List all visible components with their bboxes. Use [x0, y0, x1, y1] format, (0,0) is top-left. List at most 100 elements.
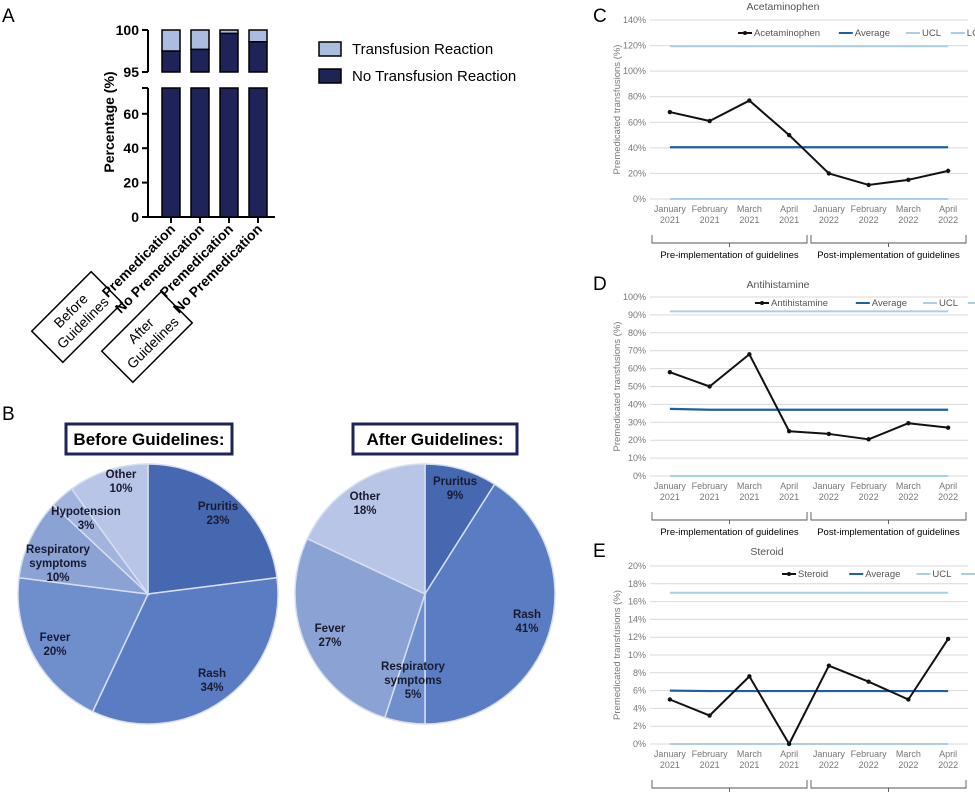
y-tick-label: 0% [633, 194, 646, 204]
group-box-frame [30, 270, 124, 364]
x-tick-label: 2022 [898, 215, 918, 225]
y-tick-label: 10% [628, 453, 646, 463]
pie-slice [18, 503, 151, 596]
pie-slice-label: 23% [206, 515, 229, 527]
bar-no-reaction-upper [248, 41, 268, 73]
data-point [826, 171, 832, 176]
data-point [747, 674, 752, 679]
data-point [707, 713, 712, 718]
panel-c-acetaminophen-line-chart: Acetaminophen0%20%40%60%80%100%120%140%P… [612, 1, 975, 261]
y-tick-label: 16% [628, 597, 646, 607]
y-tick-label: 14% [628, 614, 646, 624]
x-tick-label: 2021 [739, 492, 759, 502]
x-tick-label: February [851, 204, 888, 214]
y-tick-label: 60% [628, 117, 646, 127]
y-tick-label: 12% [628, 632, 646, 642]
legend-label: Transfusion Reaction [352, 41, 493, 58]
y-tick-label: 60% [628, 364, 646, 374]
y-tick-label: 4% [633, 703, 646, 713]
y-tick-label: 80% [628, 92, 646, 102]
x-tick-label: 2021 [779, 215, 799, 225]
data-point [906, 177, 911, 183]
pie-slice-label: 10% [46, 572, 69, 584]
panel-b-after-pie-chart: After Guidelines:Pruritus9%Rash41%Respir… [294, 422, 556, 725]
pie-slice-label: 18% [353, 505, 376, 517]
legend-label: Average [865, 569, 900, 580]
series-line-steroid [669, 638, 949, 745]
group-bracket [651, 512, 808, 524]
data-point [826, 431, 832, 437]
pie-slice [147, 463, 278, 595]
legend-label: LCL [967, 28, 975, 39]
series-line-acetaminophen [669, 99, 949, 186]
panel-e-steroid-line-chart: Steroid0%2%4%6%8%10%12%14%16%18%20%Preme… [612, 546, 975, 792]
group-bracket [810, 235, 967, 247]
data-point [945, 636, 951, 642]
x-tick-label: January [813, 749, 846, 759]
x-tick-label: March [737, 749, 762, 759]
y-tick-label: 40 [123, 140, 139, 156]
pie-slice-label: 10% [109, 483, 132, 495]
data-point [667, 109, 673, 115]
y-tick-label: 40% [628, 399, 646, 409]
group-bracket-label: Pre-implementation of guidelines [660, 527, 799, 538]
chart-title: Antihistamine [746, 279, 809, 291]
y-tick-label: 90% [628, 310, 646, 320]
x-tick-label: 2022 [859, 215, 879, 225]
x-tick-label: 2021 [660, 492, 680, 502]
bar-no-reaction-upper [219, 32, 239, 73]
pie-slice-label: Rash [198, 668, 226, 680]
data-point [945, 168, 951, 174]
panel-letter-a: A [2, 6, 15, 27]
data-point [945, 425, 951, 430]
pie-slice-label: Other [106, 469, 137, 481]
panel-letter-e: E [593, 541, 606, 562]
pie-slice-label: 27% [318, 637, 341, 649]
data-point [707, 118, 712, 124]
y-tick-label: 80% [628, 328, 646, 338]
y-tick-label: 100% [623, 292, 646, 302]
x-tick-label: January [654, 749, 687, 759]
data-point [866, 182, 871, 188]
x-tick-label: 2022 [859, 760, 879, 770]
y-tick-label: 100 [116, 22, 140, 38]
x-tick-label: February [692, 481, 729, 491]
group-bracket-label: Post-implementation of guidelines [817, 250, 960, 261]
pie-slice-label: Pruritis [198, 501, 238, 513]
x-tick-label: March [896, 204, 921, 214]
data-point [747, 98, 752, 103]
x-tick-label: 2021 [660, 760, 680, 770]
group-bracket [651, 235, 808, 247]
data-point [786, 741, 792, 747]
data-point [906, 697, 911, 702]
series-line-average [669, 407, 949, 411]
x-tick-label: 2021 [779, 492, 799, 502]
legend-swatch [318, 68, 342, 84]
legend-label: Steroid [798, 569, 828, 580]
y-tick-label: 100% [623, 66, 646, 76]
y-tick-label: 20% [628, 561, 646, 571]
x-tick-label: April [780, 481, 798, 491]
y-tick-label: 10% [628, 650, 646, 660]
y-axis-label: Premedicated transfusions (%) [612, 590, 623, 720]
data-point [906, 420, 911, 426]
x-tick-label: January [813, 481, 846, 491]
x-tick-label: April [780, 204, 798, 214]
x-tick-label: March [896, 749, 921, 759]
bar-no-reaction-upper [161, 50, 181, 73]
pie-slice [306, 463, 426, 596]
pie-slice-label: symptoms [384, 675, 442, 687]
x-tick-label: 2021 [779, 760, 799, 770]
bar-transfusion-reaction [248, 29, 268, 43]
bar-no-reaction-lower [161, 87, 181, 218]
x-tick-label: January [813, 204, 846, 214]
y-tick-label: 20% [628, 435, 646, 445]
y-tick-label: 120% [623, 41, 646, 51]
pie-slice-label: symptoms [29, 558, 87, 570]
group-bracket [651, 780, 808, 792]
pie-slice-label: Other [350, 491, 381, 503]
legend-label: UCL [922, 28, 941, 39]
pie-slice-label: Respiratory [381, 661, 446, 673]
x-tick-label: January [654, 481, 687, 491]
